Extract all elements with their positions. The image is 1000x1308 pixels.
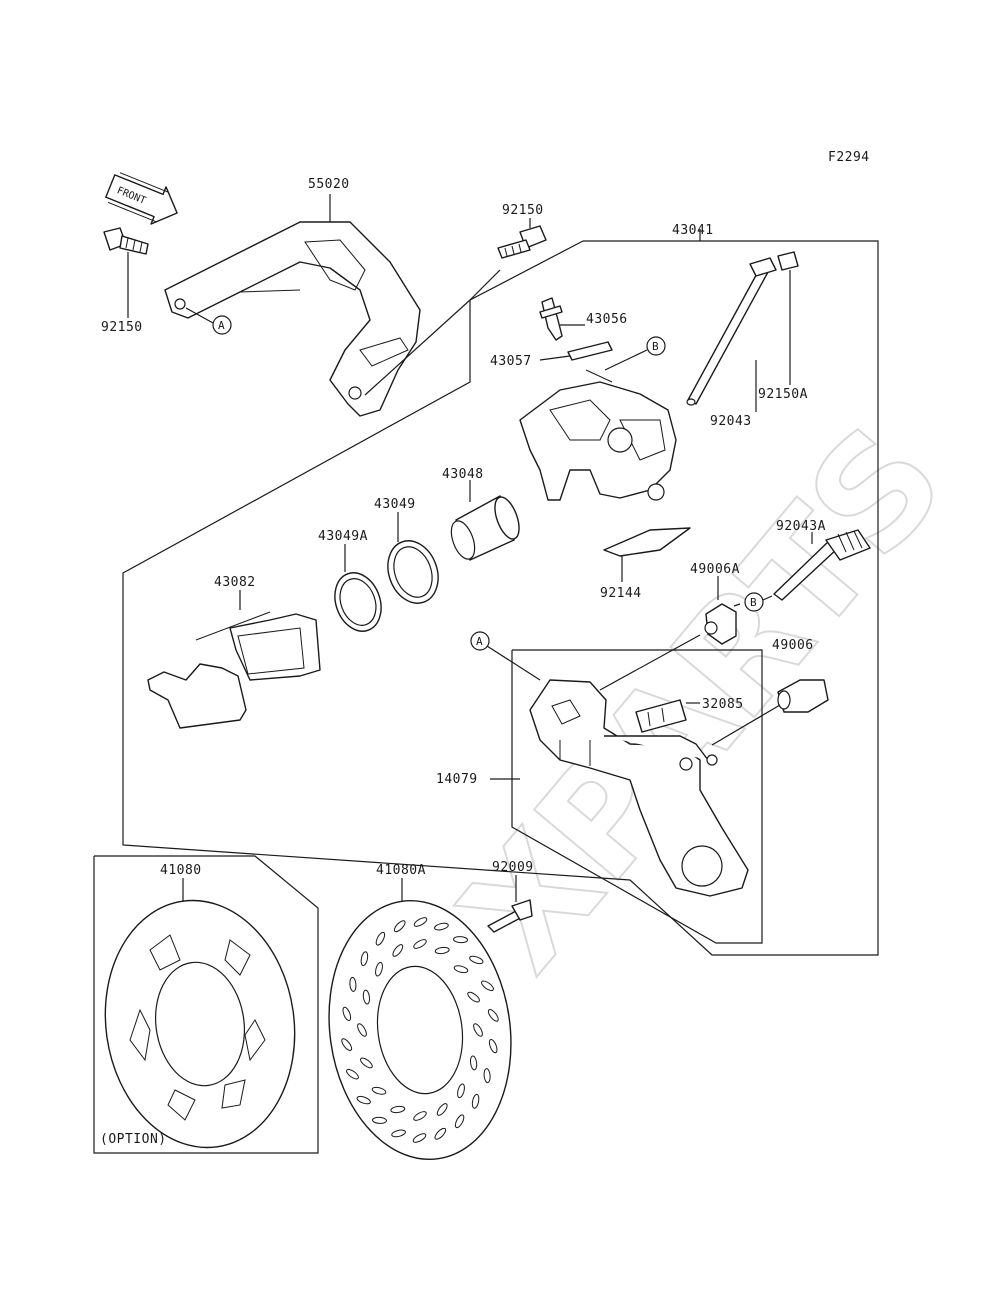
label-49006: 49006: [772, 638, 814, 653]
disc-slot: [371, 1086, 387, 1095]
spring-92144: [603, 527, 691, 557]
plug-92150A: [777, 251, 799, 271]
disc-slot: [453, 936, 468, 944]
label-92043A: 92043A: [776, 519, 826, 534]
label-32085: 32085: [702, 697, 744, 712]
label-14079: 14079: [436, 772, 478, 787]
disc-slot: [473, 1023, 483, 1037]
label-43049: 43049: [374, 497, 416, 512]
svg-text:A: A: [218, 319, 225, 332]
disc-slot: [390, 1105, 406, 1114]
caliper-bracket-14079: [529, 679, 749, 897]
disc-slot: [357, 1023, 367, 1037]
disc-slot: [453, 965, 469, 974]
disc-slot: [342, 1006, 352, 1022]
disc-slot: [375, 931, 386, 946]
disc-slot: [457, 1083, 465, 1099]
option-label: (OPTION): [100, 1132, 167, 1147]
label-43057: 43057: [490, 354, 532, 369]
brake-guard-55020: [164, 221, 421, 417]
disc-slot: [413, 917, 428, 927]
label-92043: 92043: [710, 414, 752, 429]
boot-49006: [777, 679, 829, 713]
label-92009: 92009: [492, 860, 534, 875]
label-41080: 41080: [160, 863, 202, 878]
ref-a-bubble-2: A: [470, 631, 490, 651]
disc-slot: [436, 1103, 448, 1116]
ref-a-bubble-1: A: [212, 315, 232, 335]
disc-slot: [434, 922, 449, 931]
disc-41080: [104, 899, 296, 1149]
svg-text:B: B: [750, 596, 757, 609]
label-43048: 43048: [442, 467, 484, 482]
disc-slot: [341, 1038, 353, 1051]
disc-slot: [434, 1127, 447, 1140]
pad-spring-32085: [635, 699, 687, 733]
pin-92043: [686, 257, 777, 406]
disc-slot: [372, 1116, 387, 1124]
disc-slot: [467, 991, 480, 1003]
front-arrow-icon: FRONT: [105, 172, 178, 225]
disc-slot: [483, 1068, 491, 1084]
disc-slot: [412, 1133, 427, 1143]
brake-pads-43082: [147, 611, 321, 729]
disc-slot: [346, 1068, 359, 1080]
disc-slot: [454, 1114, 465, 1129]
assembly-outline-43041: [122, 240, 879, 956]
label-43082: 43082: [214, 575, 256, 590]
bolt-92150-left: [103, 227, 149, 255]
figure-code: F2294: [828, 150, 870, 165]
bolt-92150-top: [497, 225, 547, 259]
disc-slot: [413, 939, 427, 949]
disc-slot: [471, 1093, 480, 1109]
disc-slot: [413, 1111, 427, 1121]
seal-43049A: [334, 572, 382, 632]
screw-92009: [487, 899, 533, 933]
boot-49006A: [704, 603, 737, 645]
label-92150-left: 92150: [101, 320, 143, 335]
disc-slot: [434, 946, 450, 955]
option-outline-41080: [93, 855, 319, 1154]
disc-slot: [488, 1038, 498, 1054]
cap-43057: [567, 341, 613, 361]
disc-slot: [392, 944, 404, 957]
label-43056: 43056: [586, 312, 628, 327]
label-92144: 92144: [600, 586, 642, 601]
label-92150-top: 92150: [502, 203, 544, 218]
label-92150A: 92150A: [758, 387, 808, 402]
disc-41080A: [328, 899, 512, 1161]
svg-text:A: A: [476, 635, 483, 648]
label-41080A: 41080A: [376, 863, 426, 878]
bleeder-valve-43056: [539, 297, 563, 341]
disc-slot: [469, 955, 484, 965]
label-43041: 43041: [672, 223, 714, 238]
seal-43049: [387, 540, 439, 604]
sub-outline-14079: [511, 649, 763, 944]
disc-slot: [360, 951, 369, 967]
caliper-body: [519, 369, 677, 501]
disc-slot: [356, 1095, 371, 1105]
disc-slot: [487, 1009, 499, 1022]
disc-slot: [481, 980, 494, 992]
disc-slot: [360, 1057, 373, 1069]
disc-slot: [469, 1055, 478, 1071]
disc-slot: [362, 989, 371, 1005]
ref-b-bubble-2: B: [744, 592, 764, 612]
piston-43048: [450, 495, 520, 561]
disc-slot: [349, 976, 357, 992]
ref-b-bubble-1: B: [646, 336, 666, 356]
label-55020: 55020: [308, 177, 350, 192]
disc-slot: [391, 1129, 406, 1138]
disc-slot: [393, 920, 406, 933]
svg-text:B: B: [652, 340, 659, 353]
pin-92043A: [773, 529, 871, 601]
label-43049A: 43049A: [318, 529, 368, 544]
disc-slot: [375, 961, 383, 977]
label-49006A: 49006A: [690, 562, 740, 577]
